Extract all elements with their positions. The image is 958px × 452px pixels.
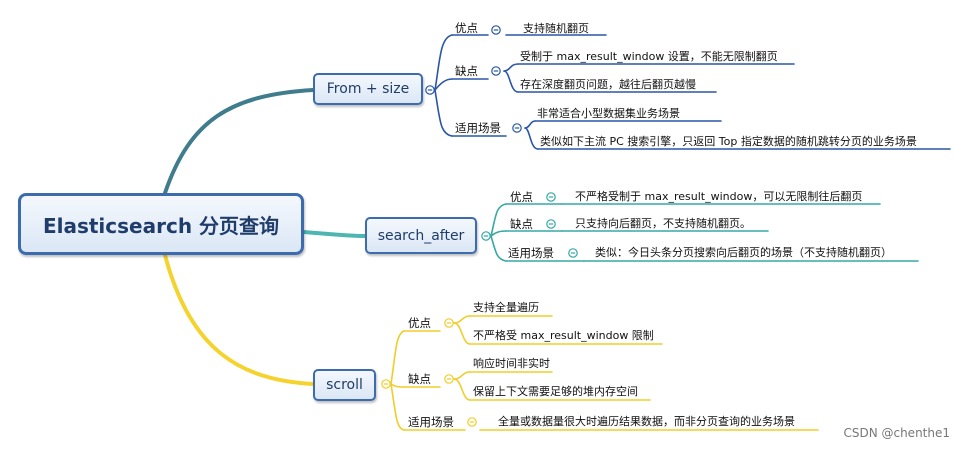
scroll-scene-toggle-icon[interactable]	[467, 417, 477, 427]
search-after-link-scene	[490, 235, 507, 262]
root-node[interactable]: Elasticsearch 分页查询	[18, 193, 304, 255]
scroll-cons-item: 保留上下文需要足够的堆内存空间	[473, 385, 638, 398]
from-size-scene-link-2	[524, 127, 539, 150]
search-after-cons-label: 缺点	[510, 217, 533, 231]
from-size-cons-toggle-icon[interactable]	[491, 66, 501, 76]
from-size-cons-label: 缺点	[455, 64, 478, 78]
watermark: CSDN @chenthe1	[843, 426, 950, 440]
scroll-pros-link-1	[453, 315, 471, 324]
scroll-cons-toggle-icon[interactable]	[444, 374, 454, 384]
from-size-cons-item: 受制于 max_result_window 设置，不能无限制翻页	[520, 50, 778, 63]
branch-from-size	[163, 88, 315, 195]
search-after-scene-toggle-icon[interactable]	[568, 248, 578, 258]
scroll-pros-item: 不严格受 max_result_window 限制	[473, 329, 654, 342]
topic-scroll[interactable]: scroll	[313, 369, 376, 401]
scroll-cons-link-2	[453, 378, 471, 401]
scroll-scene-item: 全量或数据量很大时遍历结果数据，而非分页查询的业务场景	[498, 415, 795, 428]
search-after-scene-label: 适用场景	[508, 246, 554, 260]
scroll-cons-label: 缺点	[408, 372, 431, 386]
topic-search-after[interactable]: search_after	[365, 217, 477, 254]
topic-scroll-label: scroll	[326, 377, 363, 393]
scroll-cons-item: 响应时间非实时	[473, 357, 550, 370]
scroll-pros-label: 优点	[408, 316, 431, 330]
search-after-cons-toggle-icon[interactable]	[546, 219, 556, 229]
search-after-toggle-icon[interactable]	[481, 231, 491, 241]
branch-scroll	[163, 253, 315, 386]
scroll-toggle-icon[interactable]	[381, 379, 391, 389]
from-size-pros-label: 优点	[455, 21, 478, 35]
root-label: Elasticsearch 分页查询	[42, 213, 280, 238]
topic-search-after-label: search_after	[377, 227, 465, 244]
scroll-pros-item: 支持全量遍历	[473, 301, 539, 314]
topic-from-size-label: From + size	[326, 81, 410, 97]
search-after-scene-item: 类似：今日头条分页搜索向后翻页的场景（不支持随机翻页）	[595, 246, 892, 259]
from-size-pros-toggle-icon[interactable]	[491, 25, 501, 35]
from-size-cons-link-1	[503, 63, 519, 72]
search-after-pros-toggle-icon[interactable]	[546, 192, 556, 202]
from-size-pros-item: 支持随机翻页	[523, 22, 589, 35]
from-size-link-scene	[434, 89, 453, 137]
search-after-link-cons	[490, 230, 507, 237]
topic-from-size[interactable]: From + size	[313, 73, 423, 105]
from-size-toggle-icon[interactable]	[425, 85, 435, 95]
from-size-scene-item: 类似如下主流 PC 搜索引擎，只返回 Top 指定数据的随机跳转分页的业务场景	[540, 135, 917, 148]
search-after-pros-label: 优点	[510, 190, 533, 204]
scroll-pros-toggle-icon[interactable]	[444, 318, 454, 328]
from-size-scene-link-1	[524, 120, 536, 129]
search-after-pros-item: 不严格受制于 max_result_window，可以无限制往后翻页	[575, 190, 863, 203]
scroll-link-scene	[390, 383, 405, 431]
search-after-cons-item: 只支持向后翻页，不支持随机翻页。	[575, 217, 751, 230]
search-after-link-pros	[490, 203, 507, 237]
scroll-scene-label: 适用场景	[408, 415, 454, 429]
scroll-link-pros	[390, 330, 405, 385]
from-size-scene-item: 非常适合小型数据集业务场景	[537, 107, 680, 120]
scroll-cons-link-1	[453, 371, 471, 380]
branch-search-after	[302, 230, 367, 238]
from-size-link-cons	[434, 78, 453, 91]
from-size-link-pros	[434, 34, 453, 91]
from-size-cons-item: 存在深度翻页问题，越往后翻页越慢	[520, 78, 696, 91]
from-size-cons-link-2	[503, 70, 519, 93]
from-size-scene-label: 适用场景	[455, 121, 501, 135]
from-size-scene-toggle-icon[interactable]	[512, 123, 522, 133]
scroll-link-cons	[390, 383, 405, 388]
scroll-pros-link-2	[453, 322, 471, 345]
